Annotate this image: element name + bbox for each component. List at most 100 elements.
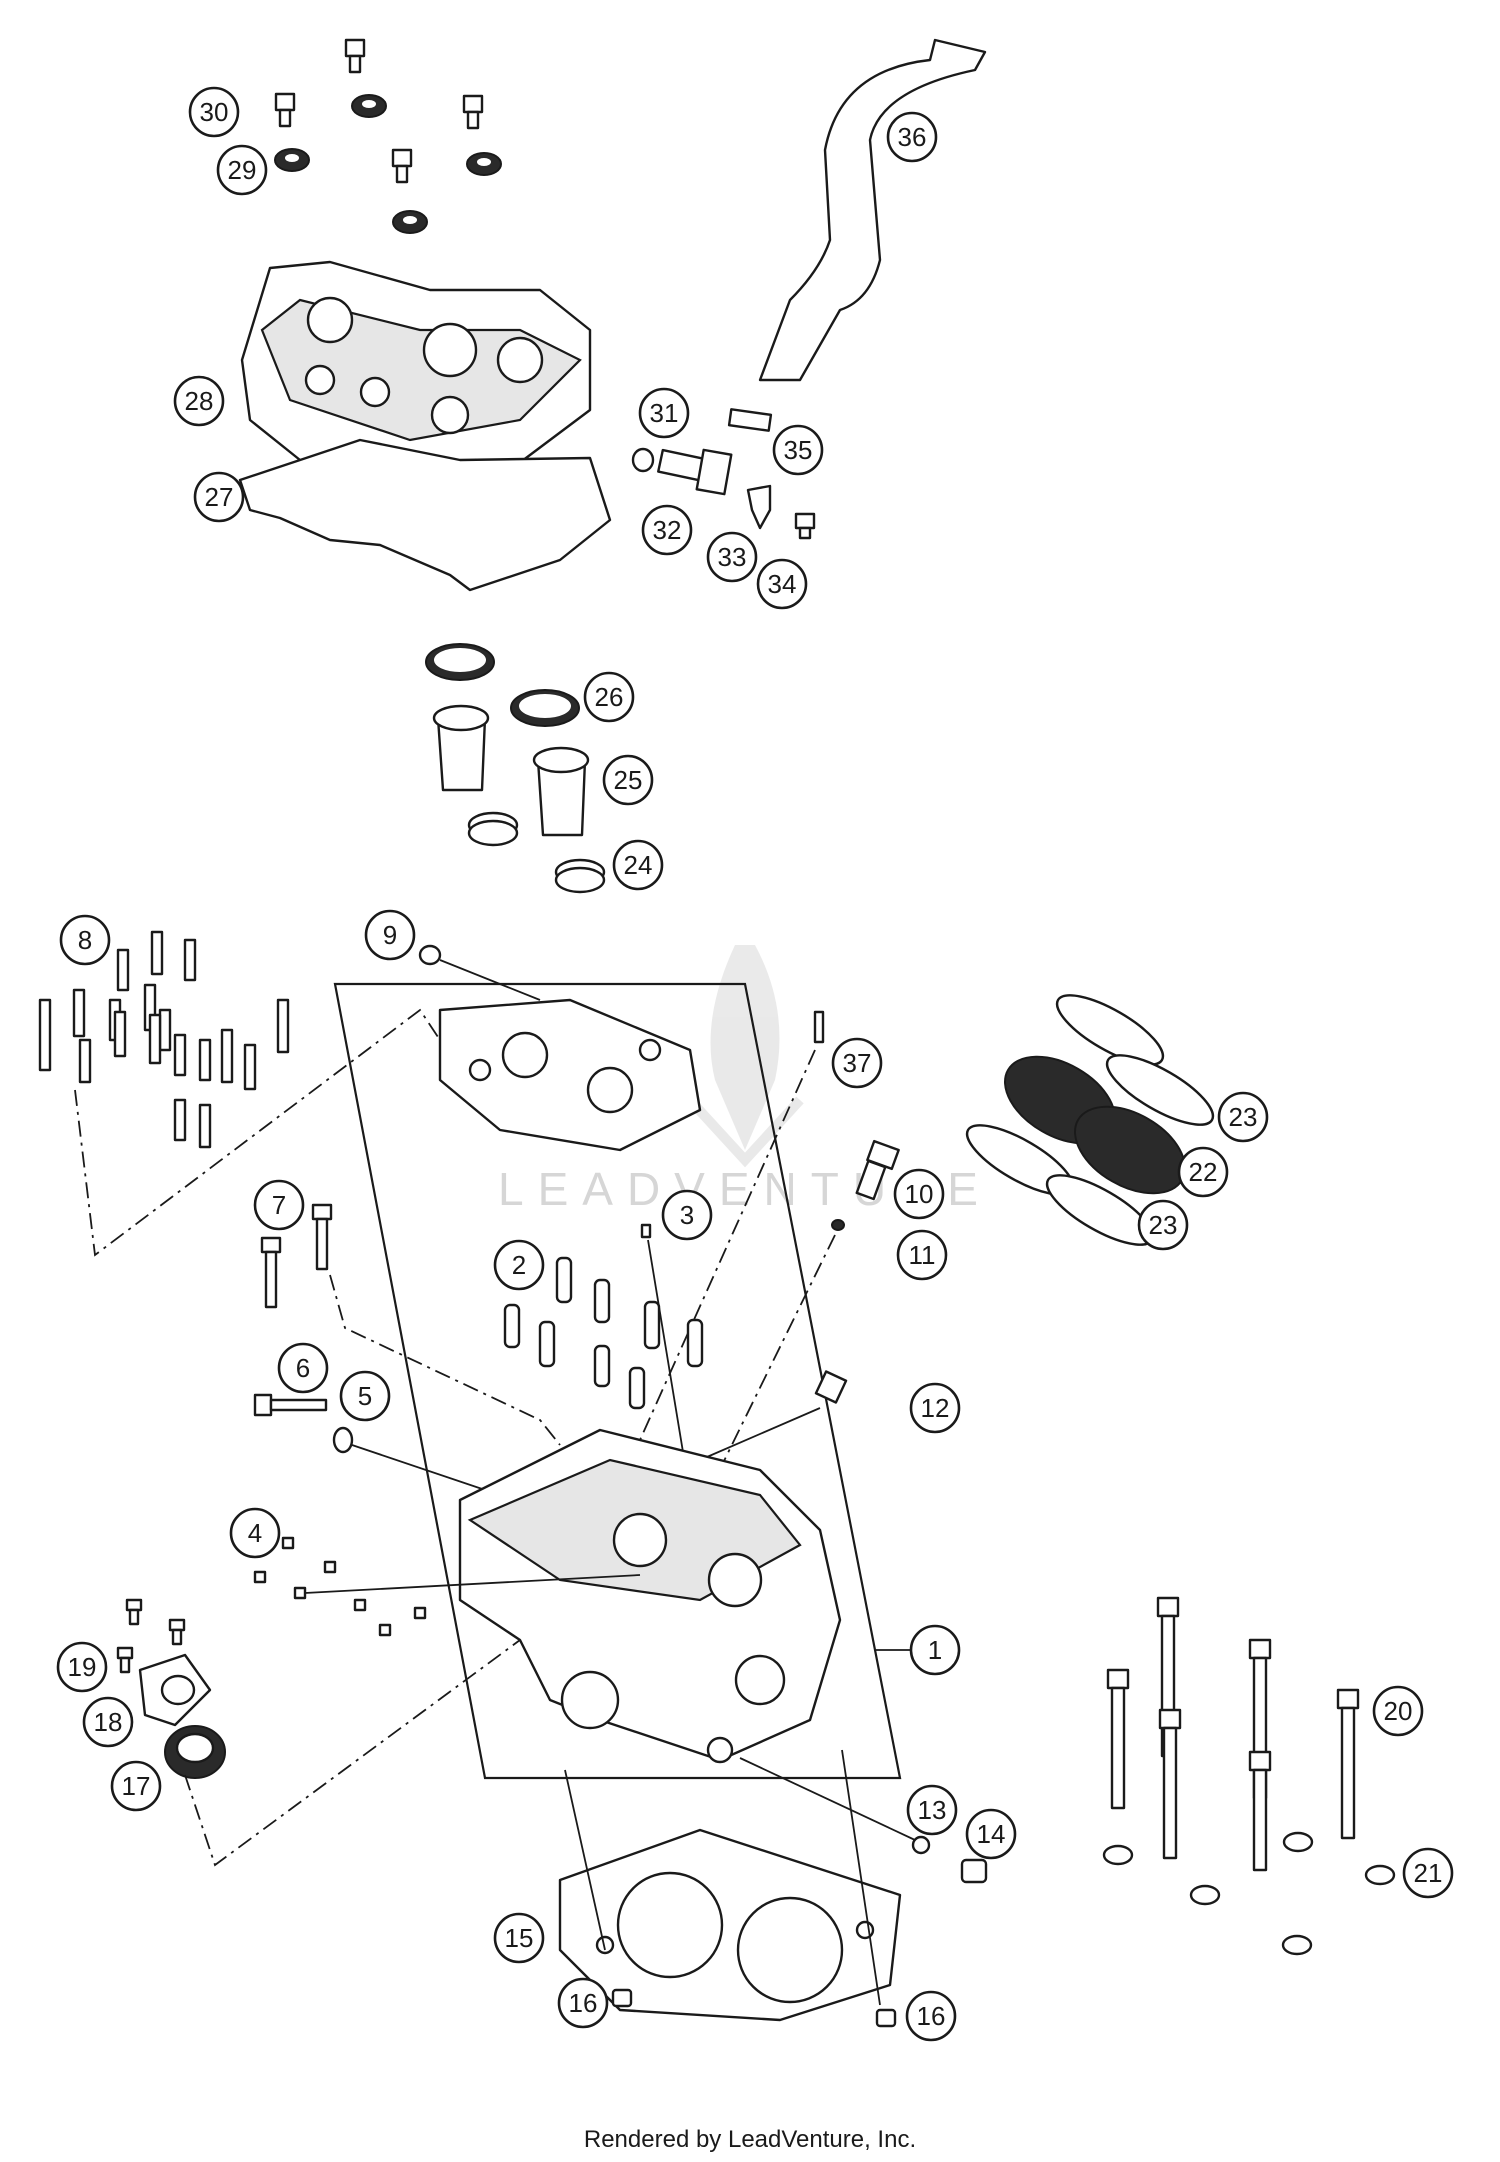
callout-label: 25: [614, 765, 643, 795]
callout-circle: [583, 671, 635, 723]
callout-23a: 23: [1217, 1091, 1269, 1143]
leader-4: [304, 1574, 641, 1594]
callout-circle: [110, 1760, 162, 1812]
dash-leader-8: [74, 1008, 441, 1257]
leader-16b: [841, 1749, 881, 2006]
bolt-6: [253, 1393, 328, 1417]
callout-label: 24: [624, 850, 653, 880]
spark-plug-tubes: [432, 704, 590, 837]
callout-3: 3: [661, 1189, 713, 1241]
cover-bolt: [274, 92, 296, 128]
callout-4: 4: [229, 1507, 281, 1559]
callout-label: 6: [296, 1353, 310, 1383]
callout-label: 29: [228, 155, 257, 185]
callout-circle: [216, 144, 268, 196]
callout-circle: [277, 1342, 329, 1394]
callout-circle: [557, 1977, 609, 2029]
callout-10: 10: [893, 1168, 945, 1220]
callout-27: 27: [193, 471, 245, 523]
callout-circle: [253, 1179, 305, 1231]
callout-label: 10: [905, 1179, 934, 1209]
fitting-bracket: [746, 484, 772, 530]
callout-24: 24: [612, 839, 664, 891]
callout-label: 16: [917, 2001, 946, 2031]
callout-6: 6: [277, 1342, 329, 1394]
callout-22: 22: [1177, 1146, 1229, 1198]
leader-15: [564, 1769, 606, 1951]
callout-label: 16: [569, 1988, 598, 2018]
bolts-7: [260, 1203, 333, 1309]
callout-circle: [188, 86, 240, 138]
plugs-4: [253, 1536, 427, 1637]
dash-leader-37: [639, 1049, 816, 1441]
callout-31: 31: [638, 387, 690, 439]
callout-label: 20: [1384, 1696, 1413, 1726]
callout-label: 27: [205, 482, 234, 512]
callout-25: 25: [602, 754, 654, 806]
callout-circle: [493, 1239, 545, 1291]
footer-credit: Rendered by LeadVenture, Inc.: [583, 2126, 917, 2153]
callout-23b: 23: [1137, 1199, 1189, 1251]
callout-label: 26: [595, 682, 624, 712]
callout-label: 3: [680, 1200, 694, 1230]
callout-26: 26: [583, 671, 635, 723]
callout-28: 28: [173, 375, 225, 427]
spark-plug-seals: [425, 643, 580, 727]
callout-18: 18: [82, 1696, 134, 1748]
cover-bolt: [344, 38, 366, 74]
callout-label: 22: [1189, 1157, 1218, 1187]
callout-label: 33: [718, 542, 747, 572]
callout-label: 31: [650, 398, 679, 428]
callout-32: 32: [641, 504, 693, 556]
pin-3: [640, 1223, 652, 1239]
callout-label: 32: [653, 515, 682, 545]
callout-circle: [1402, 1847, 1454, 1899]
callout-label: 13: [918, 1795, 947, 1825]
callout-label: 36: [898, 122, 927, 152]
callout-label: 34: [768, 569, 797, 599]
callout-19: 19: [56, 1641, 108, 1693]
washer-5: [332, 1426, 354, 1454]
callout-35: 35: [772, 424, 824, 476]
intake-clamps: [965, 994, 1215, 1246]
callout-circle: [661, 1189, 713, 1241]
callout-label: 5: [358, 1381, 372, 1411]
callout-circle: [1137, 1199, 1189, 1251]
callout-36: 36: [886, 111, 938, 163]
callout-circle: [56, 1641, 108, 1693]
dowel-16a: [611, 1988, 633, 2008]
callout-circle: [896, 1229, 948, 1281]
cylinder-head: [458, 1428, 842, 1764]
breather-hose: [758, 38, 987, 382]
callout-11: 11: [896, 1229, 948, 1281]
callout-label: 14: [977, 1819, 1006, 1849]
leader-5: [351, 1444, 501, 1496]
valve-guides: [503, 1256, 704, 1410]
thermostat-housing-port: [160, 1674, 196, 1706]
bracket-screw: [794, 512, 816, 540]
plug-14: [960, 1858, 988, 1884]
callout-13: 13: [906, 1784, 958, 1836]
callout-label: 12: [921, 1393, 950, 1423]
callout-label: 30: [200, 97, 229, 127]
pin-37: [813, 1010, 825, 1044]
callout-5: 5: [339, 1370, 391, 1422]
callout-label: 37: [843, 1048, 872, 1078]
sensor-10: [855, 1139, 900, 1201]
callout-label: 7: [272, 1190, 286, 1220]
bolt-set-8: [38, 930, 290, 1149]
callout-circle: [638, 387, 690, 439]
valve-cover: [240, 260, 592, 502]
dash-leader-17: [184, 1639, 521, 1867]
callout-label: 1: [928, 1635, 942, 1665]
callout-16b: 16: [905, 1990, 957, 2042]
callout-label: 11: [909, 1240, 936, 1270]
callout-2: 2: [493, 1239, 545, 1291]
sensor-12: [814, 1370, 848, 1404]
callout-14: 14: [965, 1808, 1017, 1860]
callout-circle: [909, 1382, 961, 1434]
watermark-logo: [686, 945, 804, 1168]
washer-13: [911, 1835, 931, 1855]
